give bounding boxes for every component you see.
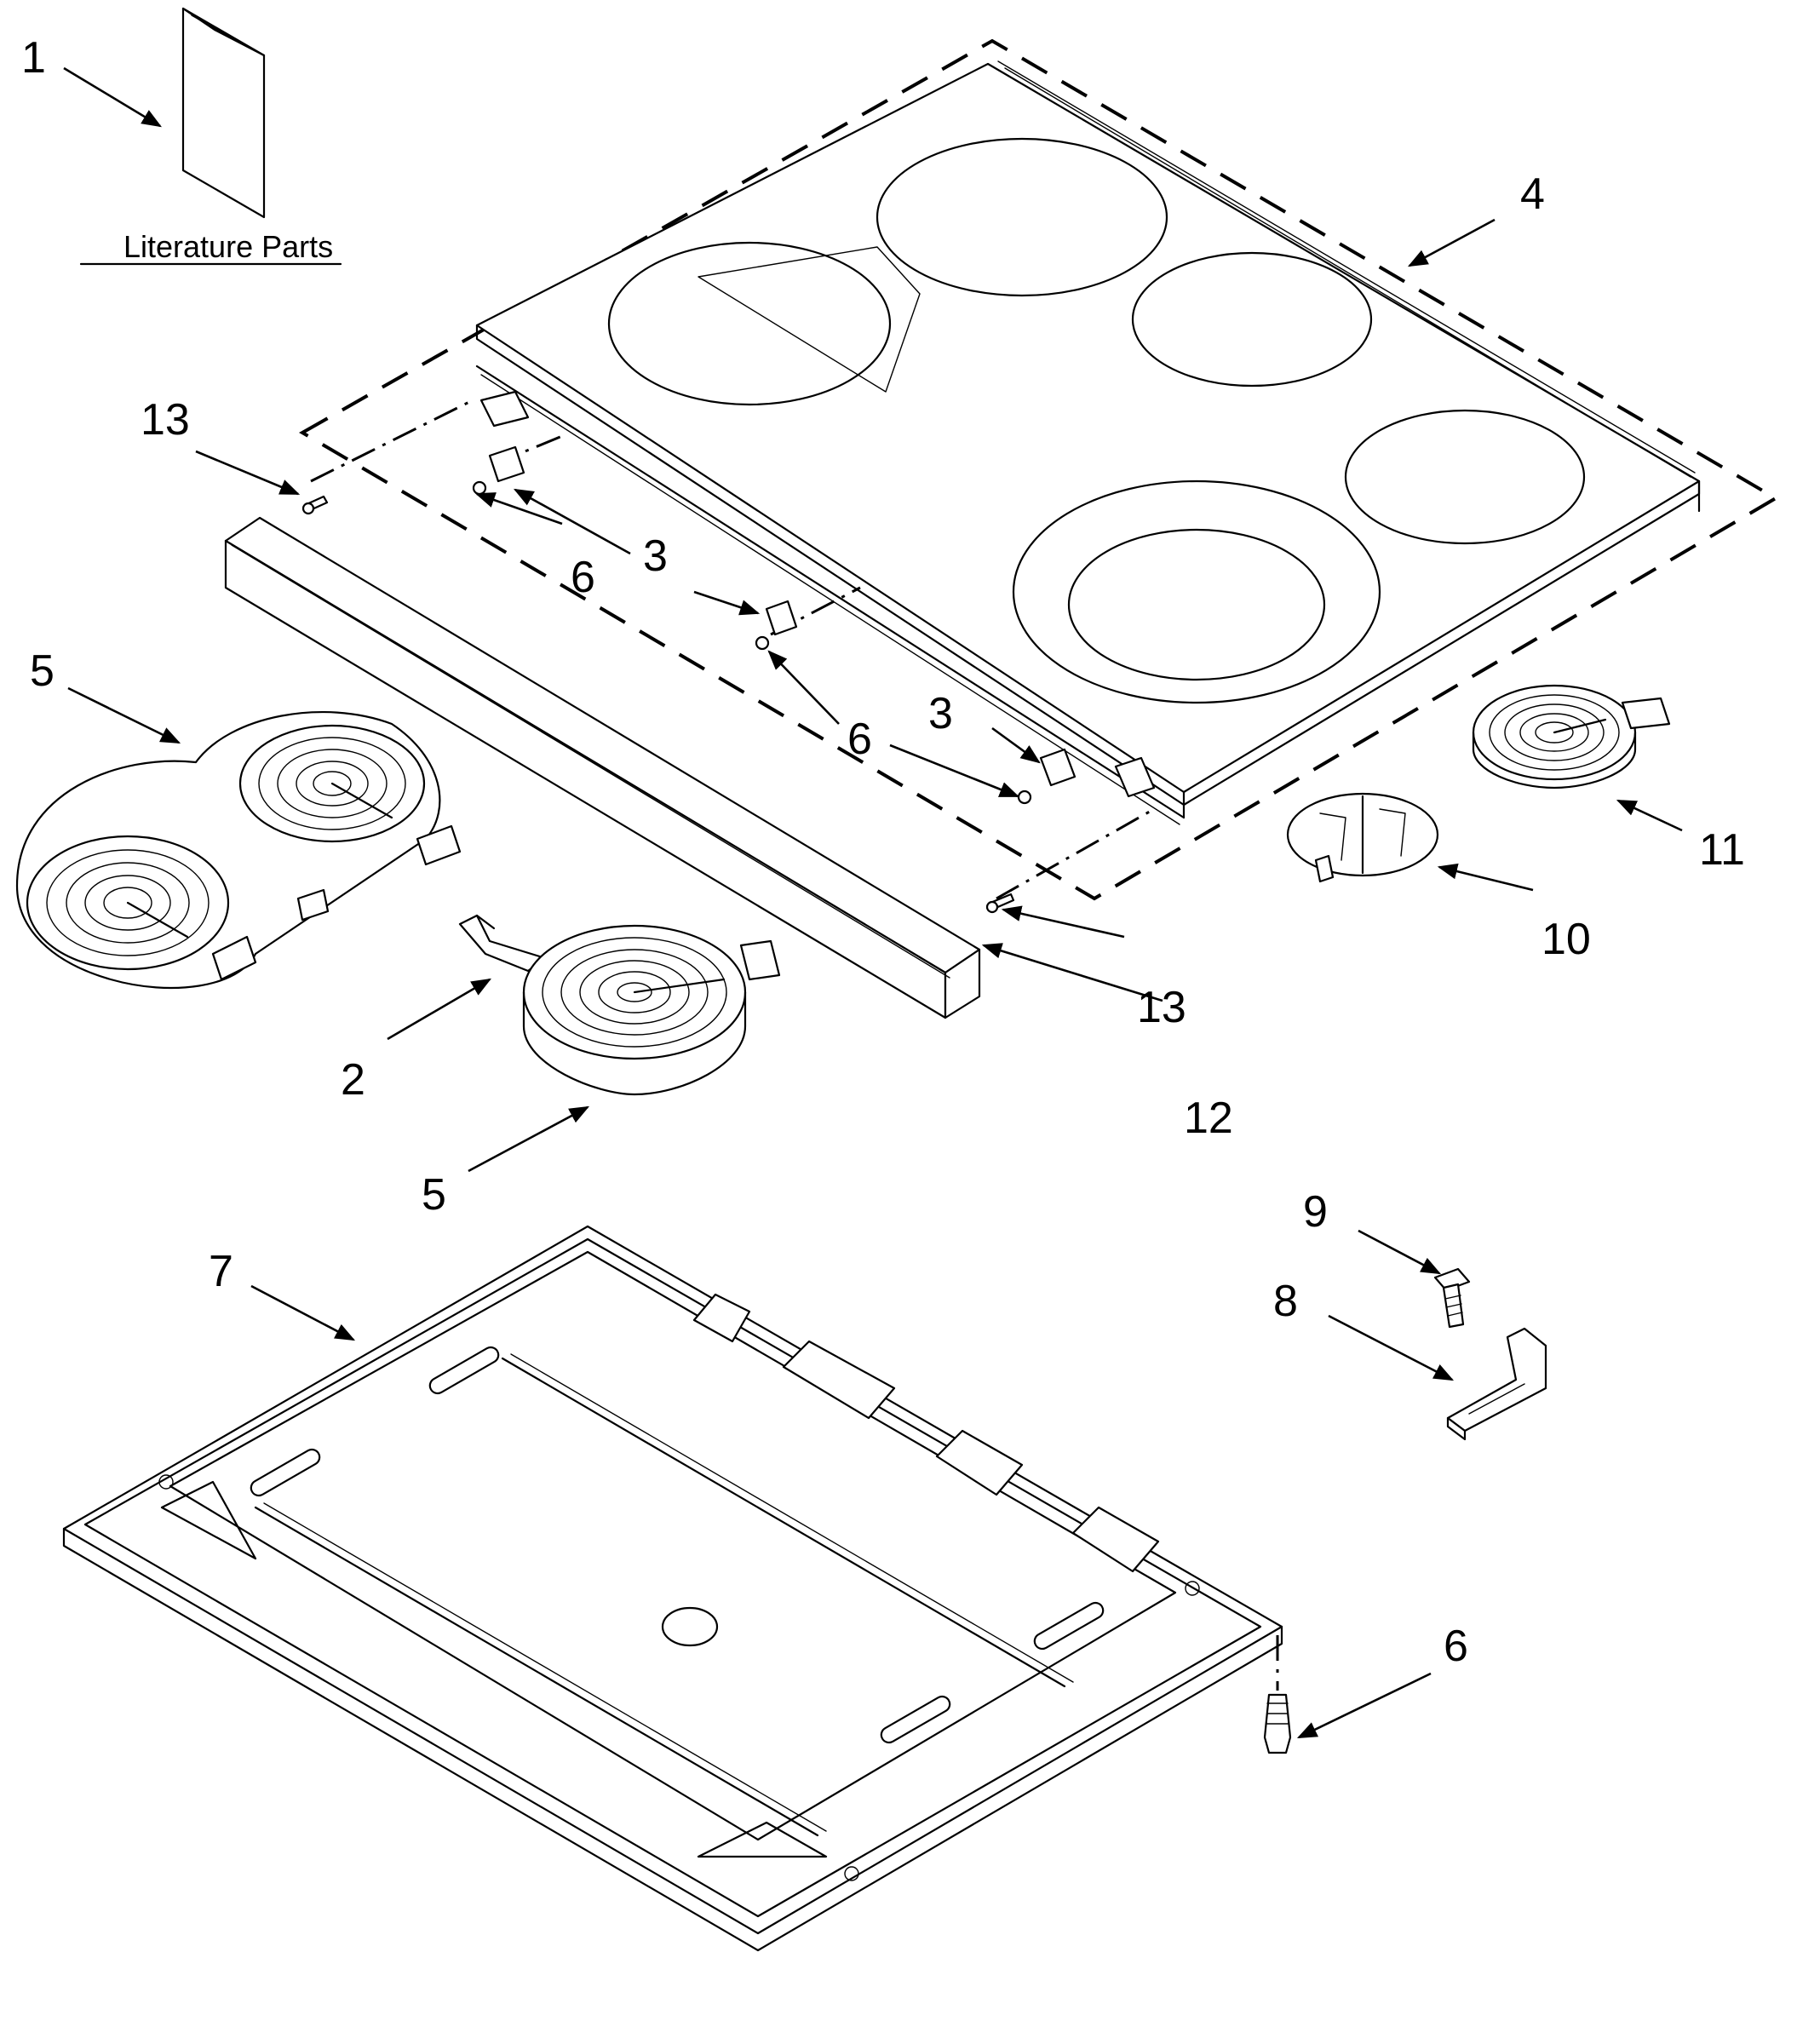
burner-ring-left xyxy=(607,241,892,406)
anti-tip-bracket[interactable] xyxy=(1446,1327,1547,1441)
callout-13-upper: 13 xyxy=(141,395,190,445)
screw-part-6-upper[interactable] xyxy=(472,480,487,496)
callout-6-middle: 6 xyxy=(847,715,872,764)
clip-part-3-lower[interactable] xyxy=(1039,748,1076,787)
callout-11: 11 xyxy=(1699,825,1745,875)
callout-1: 1 xyxy=(21,33,46,83)
burner-ring-back-right xyxy=(1344,409,1586,545)
right-burner-element[interactable] xyxy=(1472,684,1671,789)
callout-3-lower: 3 xyxy=(928,689,953,738)
element-bracket[interactable] xyxy=(458,914,547,973)
callout-7: 7 xyxy=(209,1247,233,1296)
callout-10: 10 xyxy=(1542,915,1591,964)
clip-part-3-middle[interactable] xyxy=(765,600,798,636)
callout-3-upper: 3 xyxy=(643,531,668,581)
screw-part-6-lower[interactable] xyxy=(1017,789,1032,805)
front-trim-bar[interactable] xyxy=(224,516,981,1019)
callout-9: 9 xyxy=(1303,1187,1328,1237)
cooktop-glass[interactable] xyxy=(299,38,1779,901)
callout-5-center: 5 xyxy=(422,1170,446,1220)
callout-12: 12 xyxy=(1184,1094,1233,1143)
screw-part-6-bottom[interactable] xyxy=(1263,1635,1292,1754)
callout-5-left: 5 xyxy=(30,646,55,696)
single-burner-element[interactable] xyxy=(522,924,781,1096)
cooktop-dashed-outline xyxy=(299,38,1779,901)
literature-parts[interactable]: Literature Parts xyxy=(79,7,342,266)
callout-6-upper: 6 xyxy=(571,553,595,602)
burner-ring-center xyxy=(1131,251,1373,388)
literature-parts-caption: Literature Parts xyxy=(123,229,333,264)
leader-arrows xyxy=(63,66,1683,1739)
burner-ring-front-inner xyxy=(1067,528,1326,681)
screw-part-6-middle[interactable] xyxy=(755,635,770,651)
round-insulator[interactable] xyxy=(1286,792,1439,883)
dual-burner-element[interactable] xyxy=(15,711,462,990)
callout-4: 4 xyxy=(1520,169,1545,219)
clip-part-3-upper[interactable] xyxy=(488,445,525,483)
burner-box-pan[interactable] xyxy=(62,1225,1283,1952)
burner-ring-front-outer xyxy=(1012,479,1381,704)
callout-2: 2 xyxy=(341,1055,365,1105)
callout-labels: 1 4 13 3 6 5 6 3 11 10 13 2 12 5 9 7 8 6 xyxy=(21,33,1745,1671)
bolt[interactable] xyxy=(1433,1267,1471,1329)
callout-6-bottom: 6 xyxy=(1444,1622,1468,1671)
burner-ring-back-left xyxy=(876,137,1168,297)
callout-13-lower: 13 xyxy=(1137,983,1186,1032)
screw-part-13-left[interactable] xyxy=(301,495,329,515)
callout-8: 8 xyxy=(1273,1277,1298,1326)
screw-part-13-right[interactable] xyxy=(985,893,1015,914)
